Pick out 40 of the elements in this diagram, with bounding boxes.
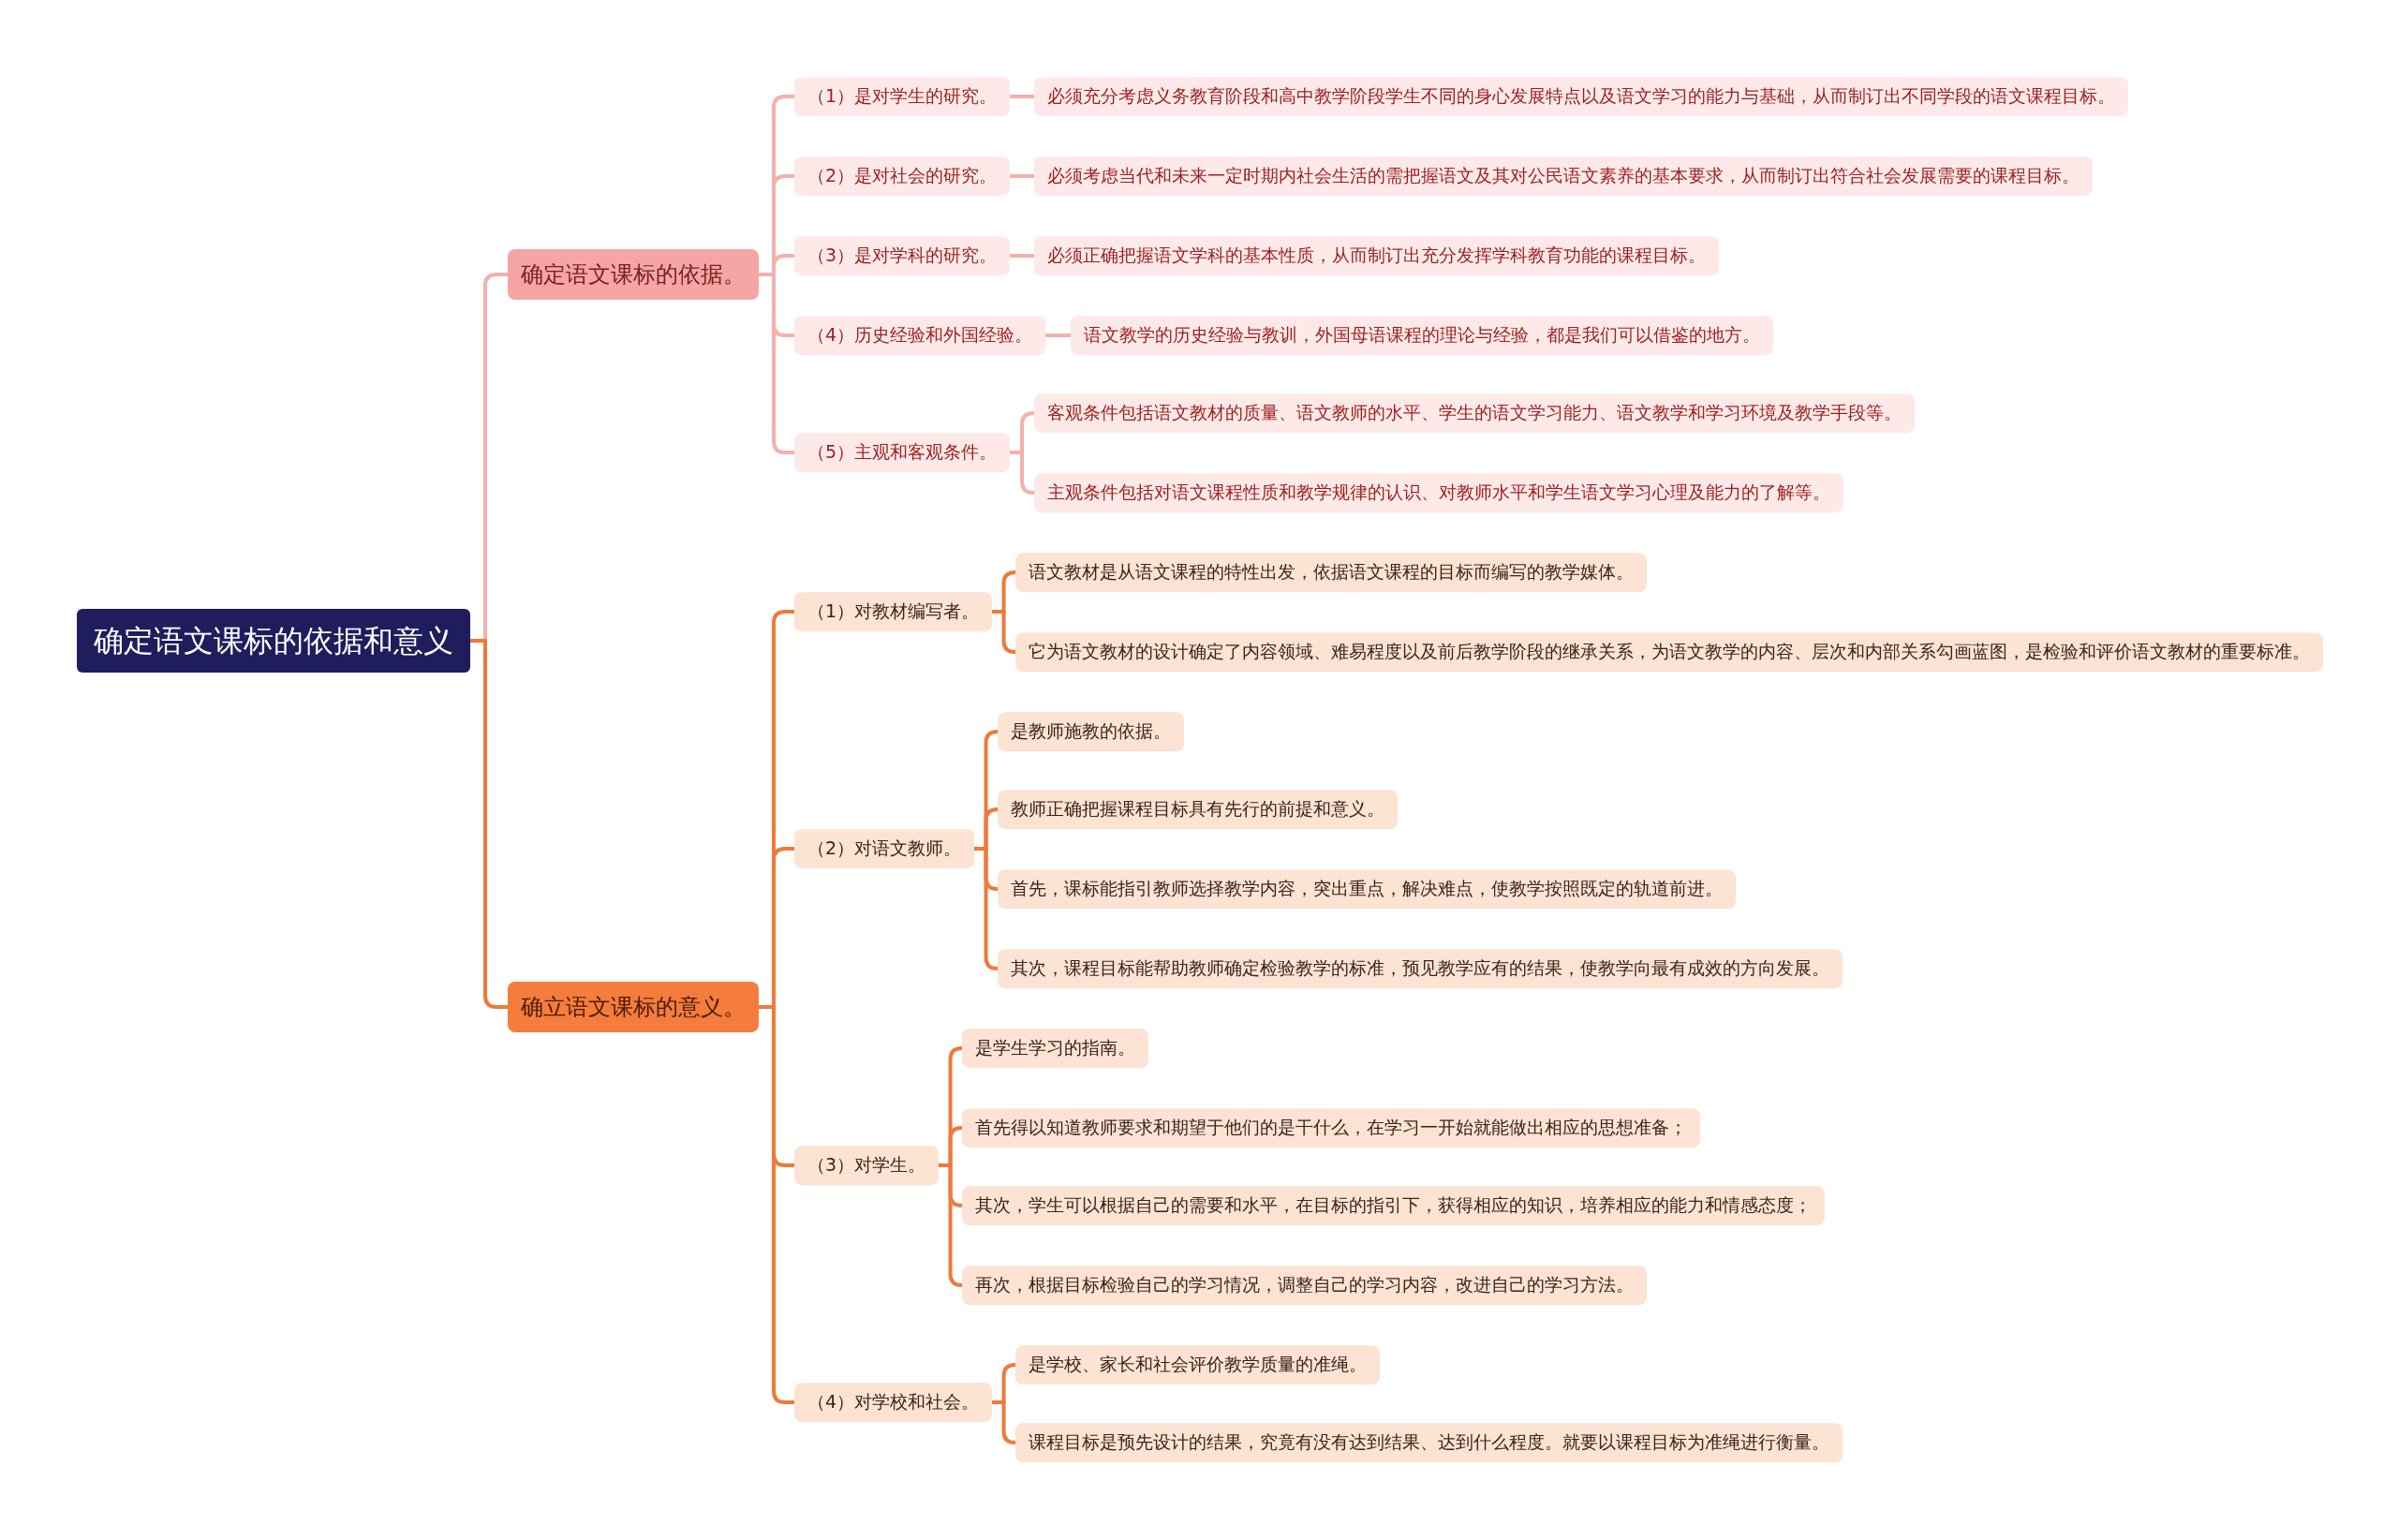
connector-line xyxy=(1010,174,1034,178)
detail-box: 是学校、家长和社会评价教学质量的准绳。 xyxy=(1015,1345,1380,1385)
detail-box: 主观条件包括对语文课程性质和教学规律的认识、对教师水平和学生语文学习心理及能力的了解等。 xyxy=(1034,473,1843,512)
detail-box: 首先，课标能指引教师选择教学内容，突出重点，解决难点，使教学按照既定的轨道前进。 xyxy=(998,869,1736,909)
subtopic-box: （1）是对学生的研究。 xyxy=(794,77,1011,116)
root-topic-box: 确定语文课标的依据和意义 xyxy=(77,609,470,673)
subtopic-box: （3）对学生。 xyxy=(794,1146,940,1185)
detail-box: 必须充分考虑义务教育阶段和高中教学阶段学生不同的身心发展特点以及语文学习的能力与基础，从而制订出不同学段的语文课程目标。 xyxy=(1034,77,2128,116)
connector-line xyxy=(1045,333,1071,337)
detail-box: 语文教学的历史经验与教训，外国母语课程的理论与经验，都是我们可以借鉴的地方。 xyxy=(1071,316,1773,355)
detail-box: 教师正确把握课程目标具有先行的前提和意义。 xyxy=(998,790,1398,829)
subtopic-box: （2）对语文教师。 xyxy=(794,829,975,868)
subtopic-box: （1）对教材编写者。 xyxy=(794,592,993,631)
connector-line xyxy=(1010,451,1036,495)
detail-box: 其次，课程目标能帮助教师确定检验教学的标准，预见教学应有的结果，使教学向最有成效的方向发展。 xyxy=(998,949,1843,988)
subtopic-box: （4）对学校和社会。 xyxy=(794,1383,993,1422)
connector-line xyxy=(992,1400,1017,1444)
subtopic-box: （2）是对社会的研究。 xyxy=(794,156,1011,196)
detail-box: 再次，根据目标检验自己的学习情况，调整自己的学习内容，改进自己的学习方法。 xyxy=(962,1266,1647,1305)
detail-box: 它为语文教材的设计确定了内容领域、难易程度以及前后教学阶段的继承关系，为语文教学的内容、层次和内部关系勾画蓝图，是检验和评价语文教材的重要标准。 xyxy=(1015,632,2323,672)
subtopic-box: （4）历史经验和外国经验。 xyxy=(794,316,1046,355)
connector-line xyxy=(1010,254,1034,258)
connector-line xyxy=(1010,95,1034,98)
connector-line xyxy=(759,273,794,454)
branch-topic-box: 确立语文课标的意义。 xyxy=(508,982,759,1032)
connector-line xyxy=(759,1005,794,1404)
subtopic-box: （3）是对学科的研究。 xyxy=(794,236,1011,275)
connector-line xyxy=(470,639,508,1009)
detail-box: 首先得以知道教师要求和期望于他们的是干什么，在学习一开始就能做出相应的思想准备； xyxy=(962,1108,1700,1148)
detail-box: 是教师施教的依据。 xyxy=(998,712,1184,751)
connector-line xyxy=(992,610,1017,654)
subtopic-box: （5）主观和客观条件。 xyxy=(794,433,1011,472)
detail-box: 是学生学习的指南。 xyxy=(962,1029,1148,1068)
detail-box: 必须考虑当代和未来一定时期内社会生活的需把握语文及其对公民语文素养的基本要求，从而制订出符合社会发展需要的课程目标。 xyxy=(1034,156,2093,196)
detail-box: 客观条件包括语文教材的质量、语文教师的水平、学生的语文学习能力、语文教学和学习环境及教学手段等。 xyxy=(1034,393,1915,433)
detail-box: 课程目标是预先设计的结果，究竟有没有达到结果、达到什么程度。就要以课程目标为准绳进行衡量。 xyxy=(1015,1423,1843,1462)
detail-box: 其次，学生可以根据自己的需要和水平，在目标的指引下，获得相应的知识，培养相应的能力和情感态度； xyxy=(962,1186,1825,1225)
branch-topic-box: 确定语文课标的依据。 xyxy=(508,249,759,300)
detail-box: 必须正确把握语文学科的基本性质，从而制订出充分发挥学科教育功能的课程目标。 xyxy=(1034,236,1719,275)
detail-box: 语文教材是从语文课程的特性出发，依据语文课程的目标而编写的教学媒体。 xyxy=(1015,553,1647,592)
